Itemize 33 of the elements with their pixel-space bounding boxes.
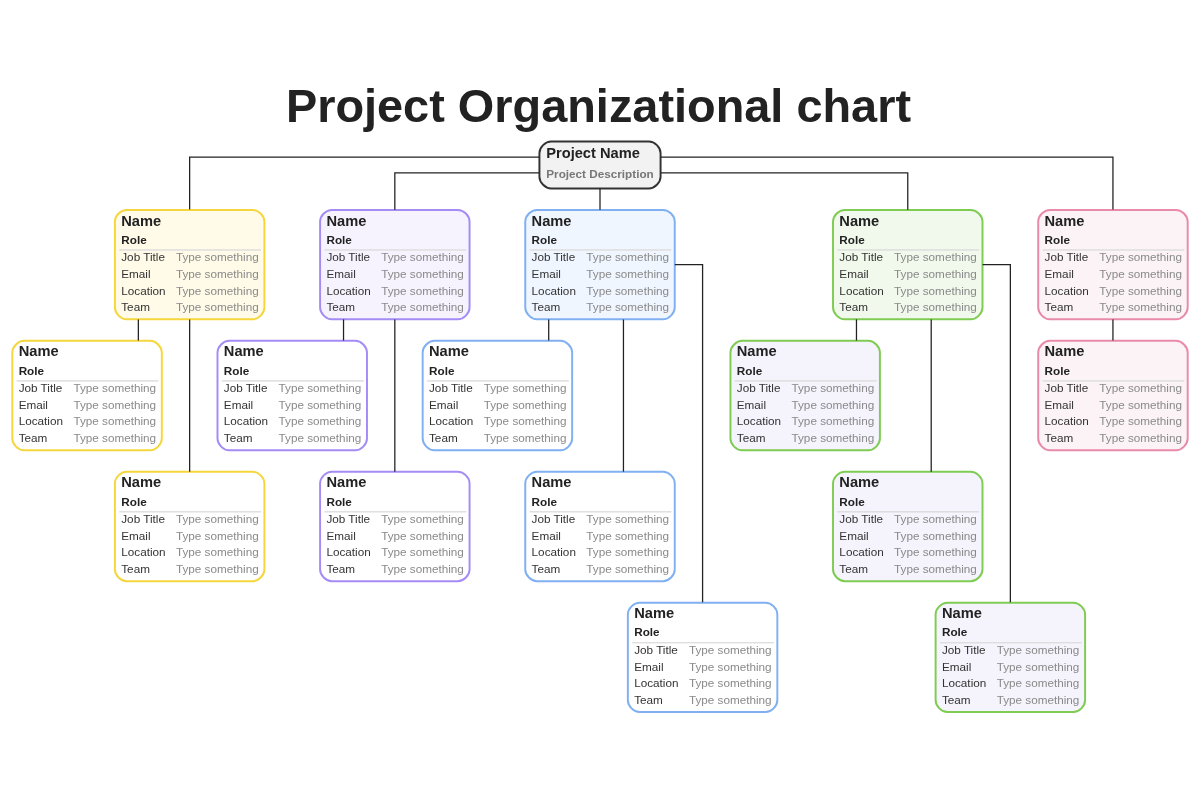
connector — [548, 318, 550, 342]
connector — [342, 318, 345, 342]
node-box: Name Role Job Title Type something Email Type something Location Type something Team Type something — [319, 470, 471, 583]
connector — [981, 263, 1011, 603]
node-box: Name Role Job Title Type something Email Type something Location Type something Team Type something — [421, 339, 574, 452]
connector — [394, 318, 396, 473]
node-box: Name Role Job Title Type something Email Type something Location Type something Team Type something — [113, 470, 266, 583]
node-box: Name Role Job Title Type something Email Type something Location Type something Team Type something — [524, 208, 676, 321]
connector — [189, 156, 540, 211]
node-box: Name Role Job Title Type something Email Type something Location Type something Team Type something — [319, 208, 471, 321]
connector — [622, 318, 625, 473]
connector — [660, 172, 909, 211]
connector — [599, 187, 601, 211]
connector — [394, 172, 540, 211]
connector — [137, 318, 139, 342]
node-box: Project Name Project Description — [538, 140, 662, 190]
node-box: Name Role Job Title Type something Email Type something Location Type something Team Type something — [11, 339, 163, 452]
connector — [189, 318, 191, 473]
node-box: Name Role Job Title Type something Email Type something Location Type something Team Type something — [832, 208, 984, 321]
connector — [855, 318, 858, 342]
node-box: Name Role Job Title Type something Email Type something Location Type something Team Type something — [1037, 208, 1189, 321]
connector — [1112, 318, 1114, 342]
node-box: Name Role Job Title Type something Email Type something Location Type something Team Type something — [832, 470, 984, 583]
node-box: Name Role Job Title Type something Email Type something Location Type something Team Type something — [113, 208, 266, 321]
node-box: Name Role Job Title Type something Email Type something Location Type something Team Type something — [1037, 339, 1189, 452]
node-box: Name Role Job Title Type something Email Type something Location Type something Team Type something — [626, 601, 779, 714]
connector — [674, 263, 704, 603]
connector — [659, 156, 1114, 211]
node-box: Name Role Job Title Type something Email Type something Location Type something Team Type something — [729, 339, 881, 452]
node-box: Name Role Job Title Type something Email Type something Location Type something Team Type something — [934, 601, 1087, 714]
diagram-title: Project Organizational chart — [285, 80, 912, 133]
node-box: Name Role Job Title Type something Email Type something Location Type something Team Type something — [524, 470, 676, 583]
connector — [930, 318, 932, 473]
